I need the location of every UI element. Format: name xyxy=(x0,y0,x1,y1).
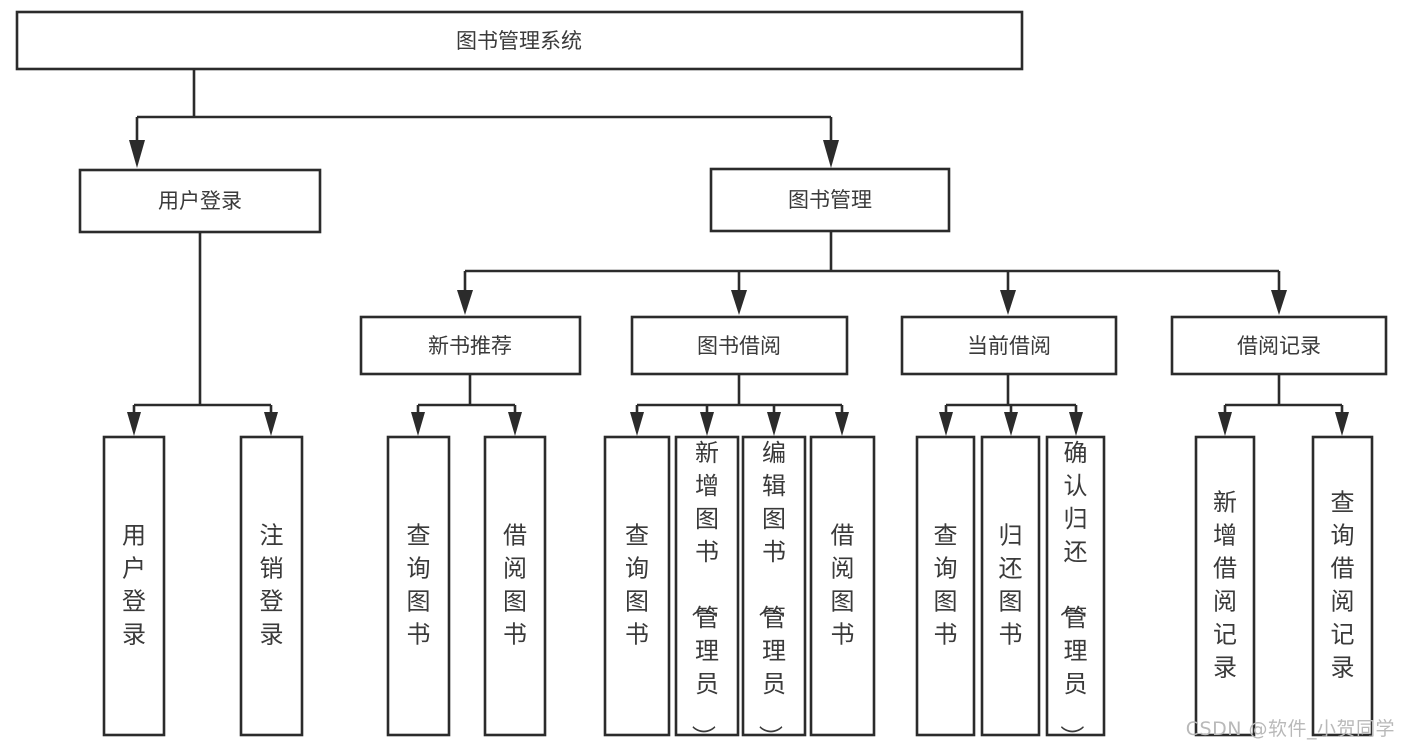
node-book-borrow[interactable]: 图书借阅 xyxy=(630,315,849,376)
node-leaf-query-borrow-record[interactable]: 查询借阅记录 xyxy=(1311,435,1374,737)
arrow-head-leaf-add-borrow-record xyxy=(1218,412,1232,436)
node-leaf-query-book-borrow[interactable]: 查询图书 xyxy=(603,435,671,737)
node-leaf-query-book-current-box[interactable] xyxy=(915,435,976,737)
arrow-head-leaf-confirm-return xyxy=(1069,412,1083,436)
node-leaf-query-book-rec[interactable]: 查询图书 xyxy=(386,435,451,737)
node-leaf-query-book-current-label: 查询图书 xyxy=(934,522,958,649)
node-leaf-logout-label: 注销登录 xyxy=(260,522,284,649)
node-new-book-rec[interactable]: 新书推荐 xyxy=(359,315,582,376)
arrow-head-leaf-add-book-admin xyxy=(700,412,714,436)
arrow-head-leaf-query-book-borrow xyxy=(630,412,644,436)
node-leaf-query-borrow-record-label: 查询借阅记录 xyxy=(1331,489,1355,682)
arrow-head-leaf-query-borrow-record xyxy=(1335,412,1349,436)
node-leaf-user-login[interactable]: 用户登录 xyxy=(102,435,166,737)
node-borrow-record-box[interactable] xyxy=(1170,315,1388,376)
node-user-login[interactable]: 用户登录 xyxy=(78,168,322,234)
node-leaf-logout-box[interactable] xyxy=(239,435,304,737)
node-borrow-record-label: 借阅记录 xyxy=(1237,334,1321,358)
arrow-head-leaf-logout xyxy=(264,412,278,436)
node-current-borrow[interactable]: 当前借阅 xyxy=(900,315,1118,376)
node-book-borrow-label: 图书借阅 xyxy=(697,334,781,358)
node-book-manage[interactable]: 图书管理 xyxy=(709,167,951,233)
node-leaf-query-book-current[interactable]: 查询图书 xyxy=(915,435,976,737)
arrow-head-borrow-record xyxy=(1271,290,1287,315)
node-leaf-borrow-book-label: 借阅图书 xyxy=(831,522,855,649)
node-leaf-return-book-label: 归还图书 xyxy=(999,522,1023,649)
node-leaf-query-book-rec-box[interactable] xyxy=(386,435,451,737)
node-leaf-edit-book-admin-box[interactable] xyxy=(741,435,807,737)
leaf-node-layer: 用户登录 注销登录 查询图书 借阅图书 查询图书 新增图书（管理员） 编辑图书（管理员） 借阅… xyxy=(102,435,1374,747)
node-root-label: 图书管理系统 xyxy=(456,29,582,53)
node-leaf-add-book-admin-box[interactable] xyxy=(674,435,740,737)
node-leaf-edit-book-admin-label: 编辑图书（管理员） xyxy=(756,439,786,747)
node-leaf-query-borrow-record-box[interactable] xyxy=(1311,435,1374,737)
node-leaf-return-book-box[interactable] xyxy=(980,435,1041,737)
node-leaf-borrow-book-rec[interactable]: 借阅图书 xyxy=(483,435,547,737)
node-leaf-borrow-book-rec-label: 借阅图书 xyxy=(503,522,527,649)
node-leaf-add-borrow-record[interactable]: 新增借阅记录 xyxy=(1194,435,1256,737)
node-leaf-edit-book-admin[interactable]: 编辑图书（管理员） xyxy=(741,435,807,747)
node-leaf-confirm-return-label: 确认归还（管理员） xyxy=(1058,439,1088,747)
node-leaf-logout[interactable]: 注销登录 xyxy=(239,435,304,737)
node-user-login-box[interactable] xyxy=(78,168,322,234)
node-leaf-borrow-book-rec-box[interactable] xyxy=(483,435,547,737)
node-leaf-add-borrow-record-box[interactable] xyxy=(1194,435,1256,737)
arrow-head-leaf-edit-book-admin xyxy=(767,412,781,436)
node-leaf-query-book-borrow-box[interactable] xyxy=(603,435,671,737)
node-borrow-record[interactable]: 借阅记录 xyxy=(1170,315,1388,376)
node-leaf-confirm-return-box[interactable] xyxy=(1045,435,1106,737)
connector-group-user-login xyxy=(127,232,278,436)
connector-group-root xyxy=(129,69,839,168)
node-new-book-rec-label: 新书推荐 xyxy=(428,334,512,358)
arrow-head-new-book-rec xyxy=(457,290,473,315)
node-leaf-user-login-box[interactable] xyxy=(102,435,166,737)
node-book-manage-box[interactable] xyxy=(709,167,951,233)
arrow-head-current-borrow xyxy=(1000,290,1016,315)
node-leaf-add-book-admin[interactable]: 新增图书（管理员） xyxy=(674,435,740,747)
arrow-head-book-manage xyxy=(823,140,839,168)
node-book-borrow-box[interactable] xyxy=(630,315,849,376)
connector-group-current-borrow xyxy=(939,374,1083,436)
connector-group-new-book-rec xyxy=(411,374,522,436)
node-user-login-label: 用户登录 xyxy=(158,189,242,213)
node-leaf-query-book-borrow-label: 查询图书 xyxy=(625,522,649,649)
arrow-head-leaf-return-book xyxy=(1004,412,1018,436)
node-book-manage-label: 图书管理 xyxy=(788,188,872,212)
node-leaf-return-book[interactable]: 归还图书 xyxy=(980,435,1041,737)
arrow-head-leaf-query-book-current xyxy=(939,412,953,436)
node-leaf-borrow-book[interactable]: 借阅图书 xyxy=(809,435,876,737)
connector-group-book-borrow xyxy=(630,374,849,436)
node-leaf-add-book-admin-label: 新增图书（管理员） xyxy=(689,439,719,747)
arrow-head-leaf-query-book-rec xyxy=(411,412,425,436)
node-leaf-query-book-rec-label: 查询图书 xyxy=(407,522,431,649)
node-leaf-confirm-return[interactable]: 确认归还（管理员） xyxy=(1045,435,1106,747)
node-leaf-add-borrow-record-label: 新增借阅记录 xyxy=(1213,489,1237,682)
arrow-head-leaf-user-login xyxy=(127,412,141,436)
node-root[interactable]: 图书管理系统 xyxy=(15,10,1024,71)
node-leaf-user-login-label: 用户登录 xyxy=(122,522,146,649)
arrow-head-book-borrow xyxy=(731,290,747,315)
node-current-borrow-box[interactable] xyxy=(900,315,1118,376)
arrow-head-leaf-borrow-book-rec xyxy=(508,412,522,436)
connector-group-borrow-record xyxy=(1218,374,1349,436)
arrow-head-leaf-borrow-book xyxy=(835,412,849,436)
node-new-book-rec-box[interactable] xyxy=(359,315,582,376)
node-root-box[interactable] xyxy=(15,10,1024,71)
node-current-borrow-label: 当前借阅 xyxy=(967,334,1051,358)
node-leaf-borrow-book-box[interactable] xyxy=(809,435,876,737)
connector-group-book-manage xyxy=(457,231,1287,315)
arrow-head-user-login xyxy=(129,140,145,168)
